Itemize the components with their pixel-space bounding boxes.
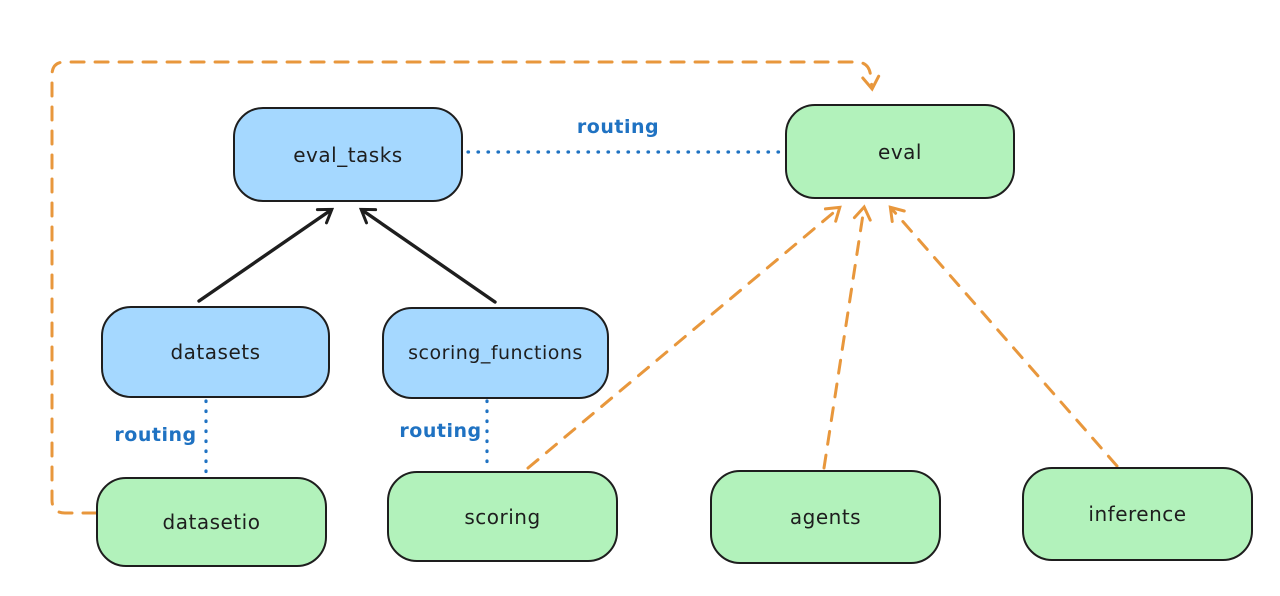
node-scoring-functions-label: scoring_functions — [408, 342, 583, 364]
routing-label-eval-tasks-eval: routing — [576, 116, 660, 138]
edge-inference-to-eval — [888, 205, 1119, 468]
node-datasetio-label: datasetio — [162, 510, 261, 534]
edge-scoring-to-eval — [526, 205, 842, 470]
routing-label-datasets-datasetio: routing — [114, 424, 197, 446]
routing-label-scoring-functions-scoring: routing — [399, 420, 482, 442]
node-agents: agents — [710, 470, 941, 564]
node-eval-tasks: eval_tasks — [233, 107, 463, 202]
node-eval-tasks-label: eval_tasks — [293, 142, 403, 167]
node-scoring: scoring — [387, 471, 618, 562]
node-scoring-functions: scoring_functions — [382, 307, 609, 399]
node-inference: inference — [1022, 467, 1253, 561]
edge-scoring-functions-to-eval-tasks — [358, 207, 497, 304]
edge-agents-to-eval — [822, 204, 872, 470]
node-datasets-label: datasets — [170, 340, 261, 364]
node-eval-label: eval — [878, 139, 922, 164]
node-datasetio: datasetio — [96, 477, 327, 567]
node-inference-label: inference — [1088, 502, 1187, 526]
edge-datasets-to-eval-tasks — [197, 207, 335, 303]
edge-datasetio-to-eval — [50, 60, 881, 515]
node-agents-label: agents — [789, 505, 862, 529]
node-scoring-label: scoring — [464, 504, 541, 529]
node-eval: eval — [785, 104, 1015, 199]
node-datasets: datasets — [101, 306, 330, 398]
